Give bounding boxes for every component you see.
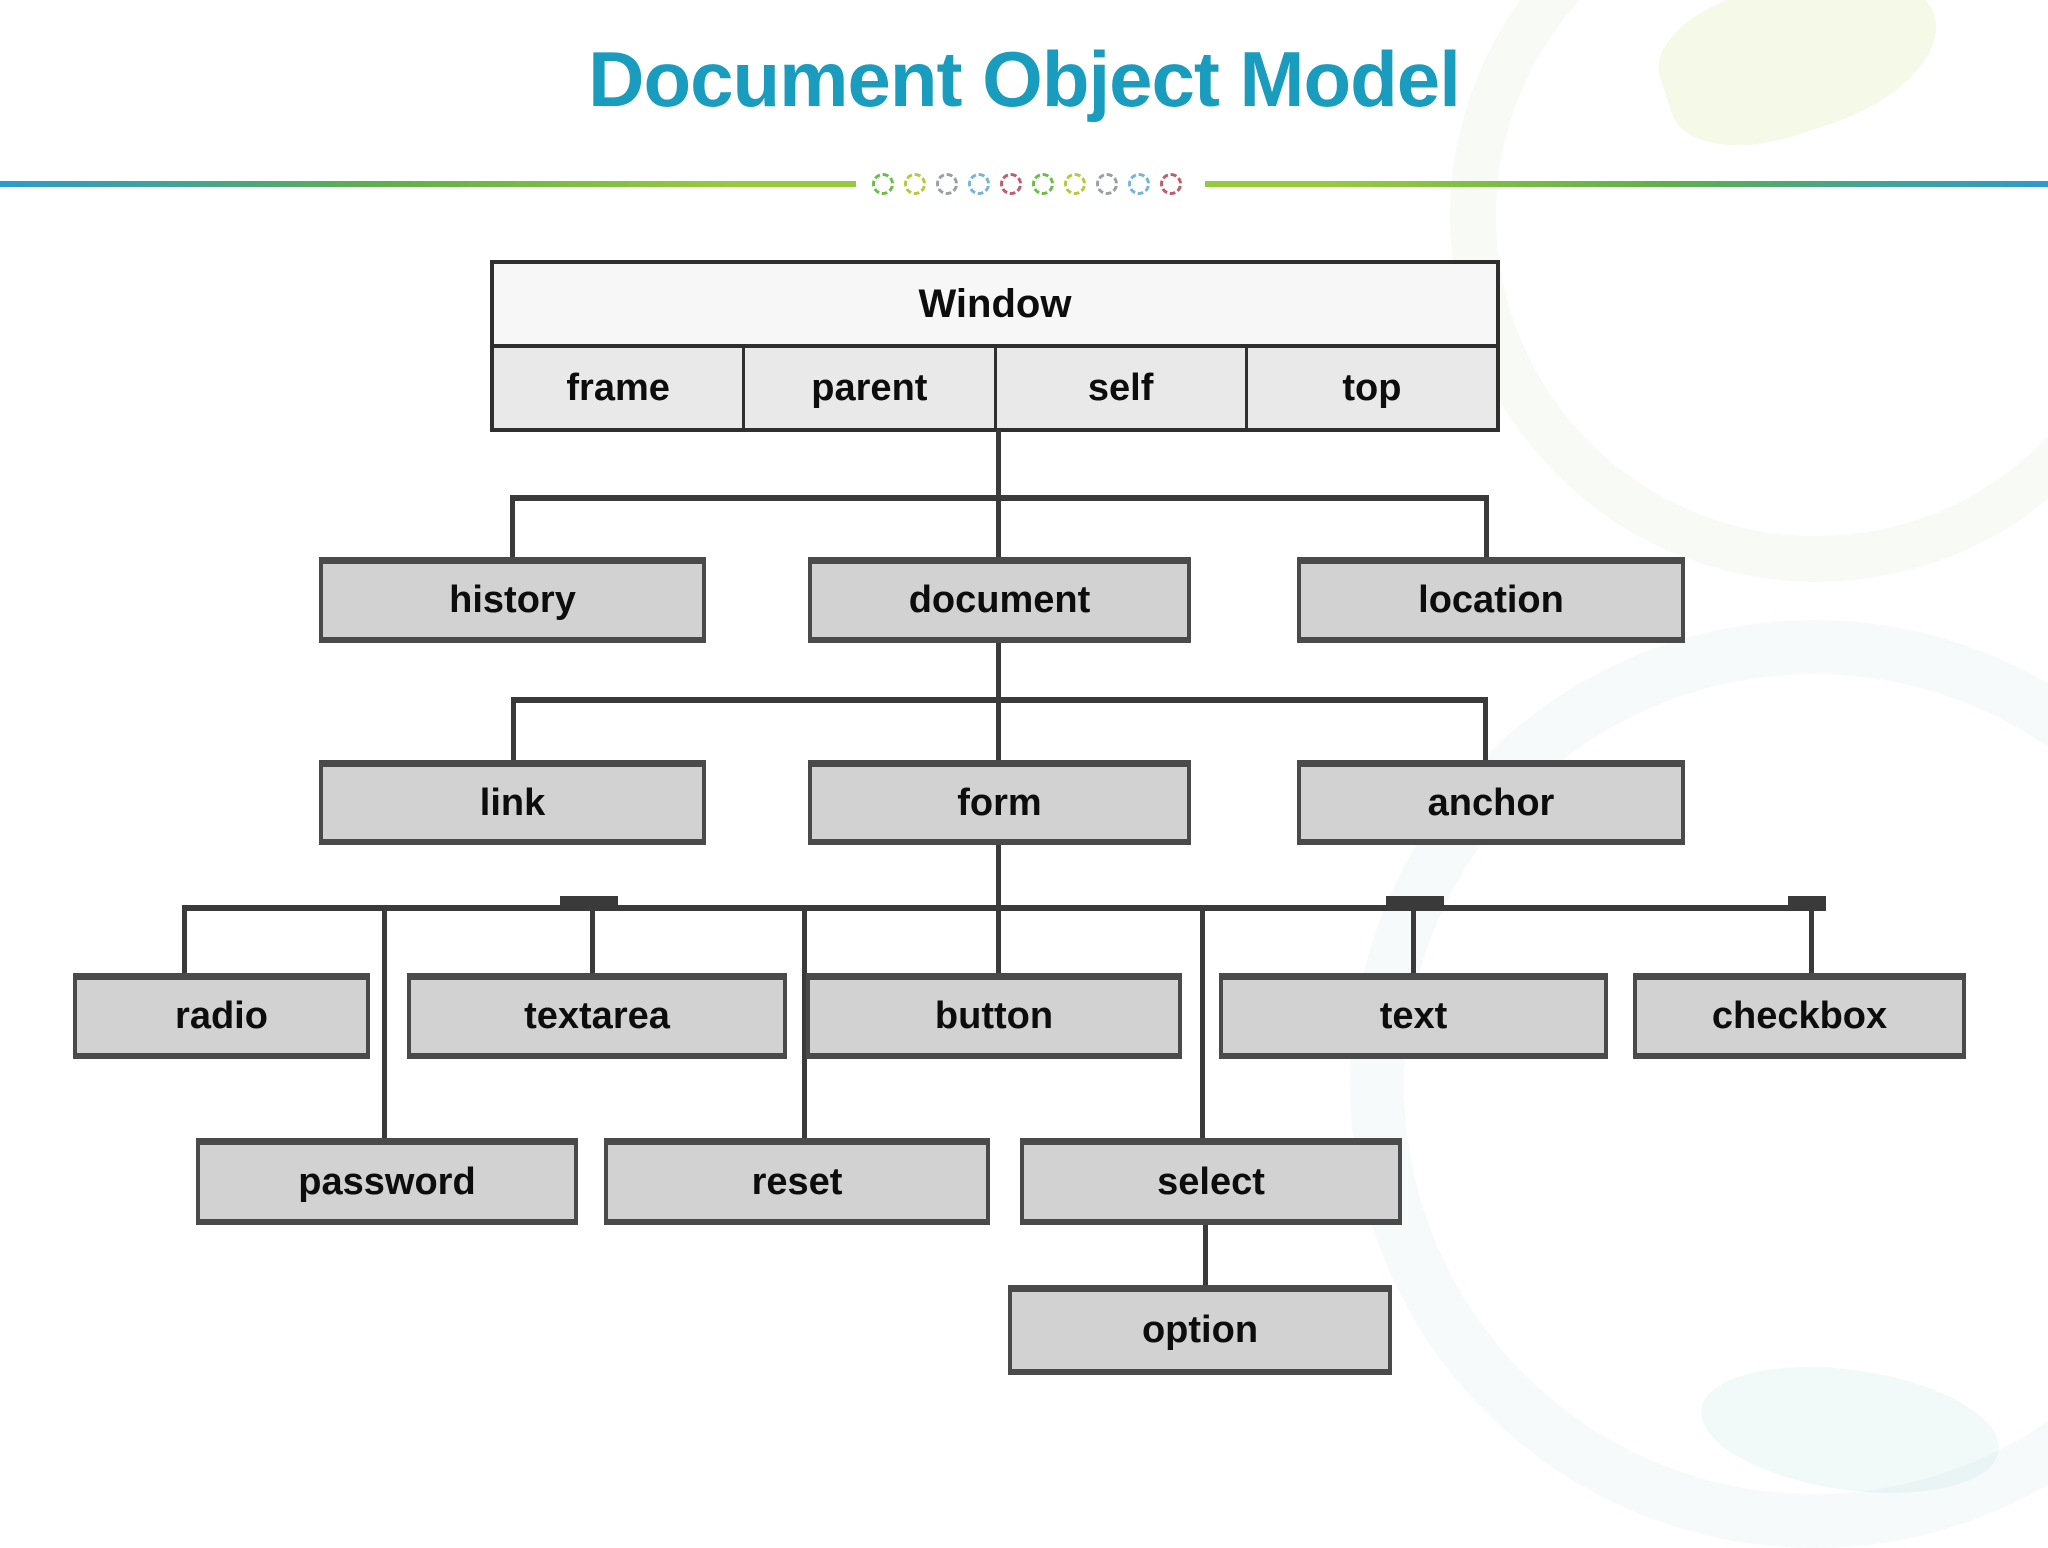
connector-to-history bbox=[510, 495, 515, 557]
node-frame: frame bbox=[494, 348, 746, 428]
connector-level3-bar bbox=[511, 697, 1487, 703]
divider-circle bbox=[1160, 173, 1182, 195]
divider-circle bbox=[904, 173, 926, 195]
node-select: select bbox=[1020, 1138, 1402, 1225]
node-document: document bbox=[808, 557, 1191, 643]
divider-circle bbox=[872, 173, 894, 195]
node-link: link bbox=[319, 760, 706, 845]
node-radio: radio bbox=[73, 973, 370, 1059]
node-checkbox: checkbox bbox=[1633, 973, 1966, 1059]
node-self: self bbox=[996, 348, 1248, 428]
node-textarea: textarea bbox=[407, 973, 787, 1059]
node-window-group: Window frame parent self top bbox=[490, 260, 1500, 432]
connector-to-checkbox bbox=[1809, 905, 1814, 973]
node-anchor: anchor bbox=[1297, 760, 1685, 845]
divider-circle bbox=[968, 173, 990, 195]
connector-to-select bbox=[1200, 908, 1205, 1138]
node-button: button bbox=[806, 973, 1182, 1059]
connector-to-anchor bbox=[1483, 697, 1488, 760]
divider-circles bbox=[872, 173, 1182, 195]
divider-circle bbox=[1064, 173, 1086, 195]
divider-line-right bbox=[1205, 181, 2048, 187]
connector-to-radio bbox=[182, 905, 187, 973]
divider-circle bbox=[1128, 173, 1150, 195]
divider-line-left bbox=[0, 181, 856, 187]
node-history: history bbox=[319, 557, 706, 643]
node-option: option bbox=[1008, 1285, 1392, 1375]
connector-level4-bar bbox=[182, 905, 1814, 911]
window-cells-row: frame parent self top bbox=[494, 348, 1496, 428]
divider-circle bbox=[1032, 173, 1054, 195]
connector-level2-bar bbox=[510, 495, 1489, 501]
connector-junction-tick bbox=[560, 896, 618, 911]
page-title: Document Object Model bbox=[588, 35, 1461, 123]
connector-to-location bbox=[1484, 495, 1489, 557]
divider-circle bbox=[936, 173, 958, 195]
node-reset: reset bbox=[604, 1138, 990, 1225]
connector-to-textarea bbox=[590, 905, 595, 973]
node-password: password bbox=[196, 1138, 578, 1225]
node-parent: parent bbox=[745, 348, 997, 428]
connector-to-text bbox=[1411, 905, 1416, 973]
node-window: Window bbox=[494, 264, 1496, 348]
connector-select-to-option bbox=[1203, 1225, 1208, 1285]
node-form: form bbox=[808, 760, 1191, 845]
divider-circle bbox=[1096, 173, 1118, 195]
node-location: location bbox=[1297, 557, 1685, 643]
node-top: top bbox=[1247, 348, 1496, 428]
node-text: text bbox=[1219, 973, 1608, 1059]
connector-junction-tick bbox=[1386, 896, 1444, 911]
connector-junction-tick bbox=[1788, 896, 1826, 911]
connector-to-reset bbox=[802, 908, 807, 1138]
background-decoration-leaf bbox=[1693, 1349, 2007, 1511]
connector-to-link bbox=[511, 697, 516, 760]
divider-circle bbox=[1000, 173, 1022, 195]
connector-to-password bbox=[382, 908, 387, 1138]
connector-window-to-document bbox=[996, 430, 1001, 557]
